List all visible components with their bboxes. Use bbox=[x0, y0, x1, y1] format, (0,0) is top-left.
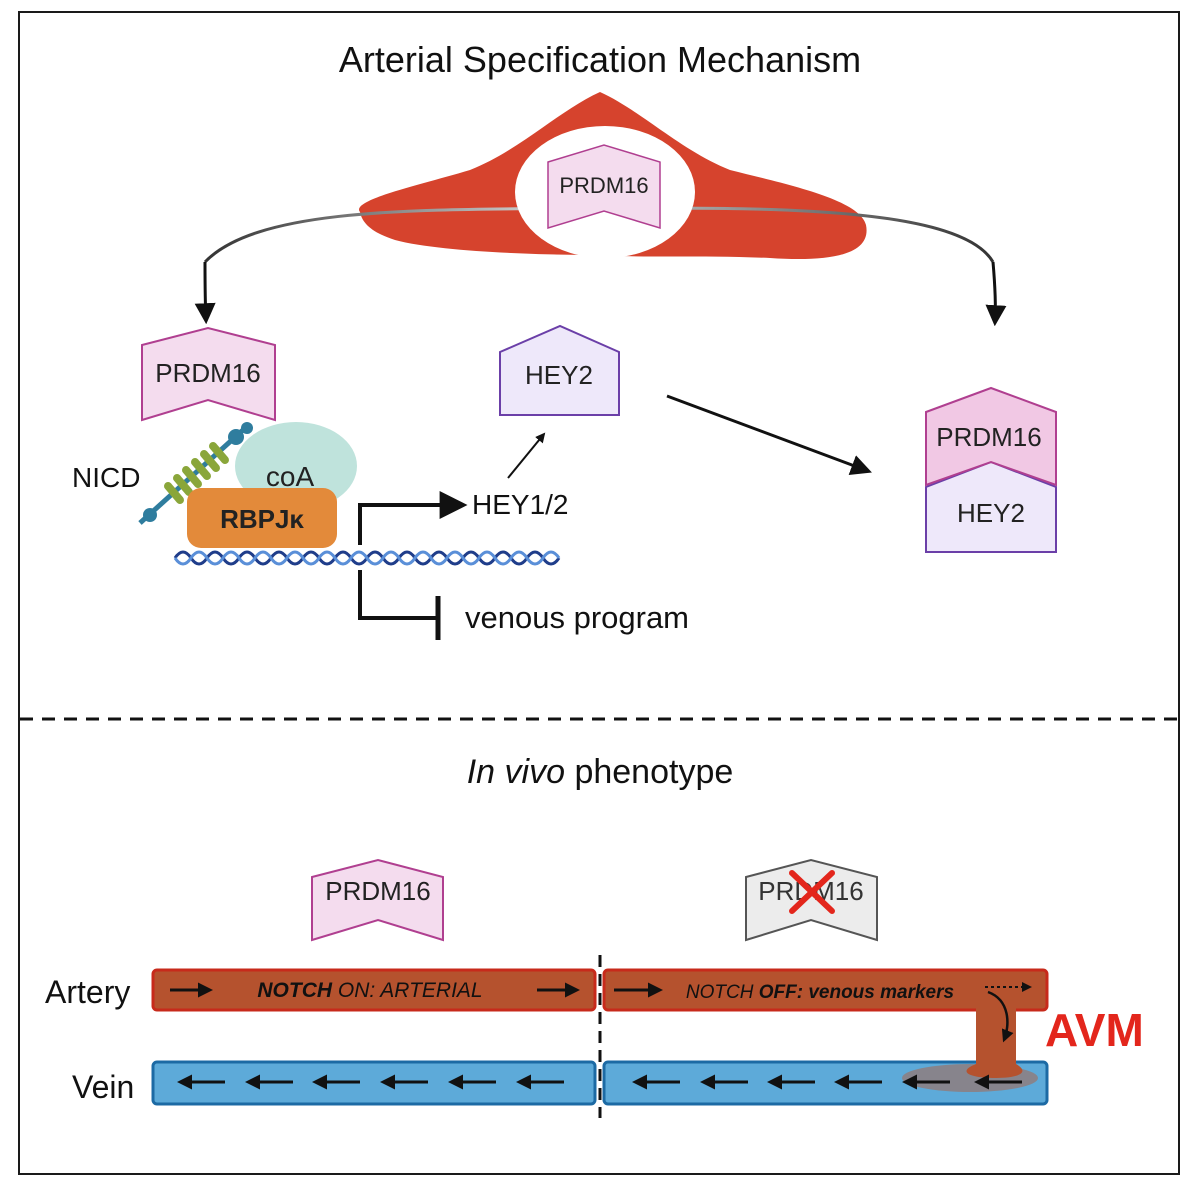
transcription-arrow bbox=[358, 491, 468, 545]
rbpj-box bbox=[187, 488, 337, 548]
avm-flow-arrow bbox=[987, 990, 1014, 1043]
wt-notch-bold: NOTCH bbox=[257, 979, 332, 1002]
hey12-label: HEY1/2 bbox=[472, 489, 569, 520]
artery-wt-vessel bbox=[151, 968, 597, 1012]
ko-notch-a: NOTCH bbox=[686, 982, 754, 1003]
artery-ko-vessel bbox=[602, 968, 1049, 1012]
wt-notch-rest: ON: ARTERIAL bbox=[332, 979, 483, 1002]
hey2-label: HEY2 bbox=[525, 360, 593, 390]
nucleus-prdm16-label: PRDM16 bbox=[559, 173, 648, 198]
coa-label: coA bbox=[266, 461, 315, 492]
arrow-hey2-to-complex bbox=[666, 394, 872, 475]
dna-strand-b bbox=[173, 550, 561, 566]
arrow-hey12-to-hey2 bbox=[507, 432, 546, 479]
artery-wt-text: NOTCH ON: ARTERIAL bbox=[257, 979, 482, 1002]
venous-program-label: venous program bbox=[465, 600, 689, 635]
figure-frame bbox=[18, 11, 1180, 1175]
ko-notch-c: : venous markers bbox=[797, 982, 954, 1003]
nicd-label: NICD bbox=[72, 462, 140, 493]
hey2-shape bbox=[499, 324, 620, 416]
avm-shunt bbox=[966, 1008, 1023, 1078]
ko-notch-b: OFF bbox=[753, 982, 798, 1003]
knockout-cross-icon bbox=[789, 870, 835, 914]
complex-prdm16-label: PRDM16 bbox=[936, 422, 1041, 452]
bottom-title: In vivo phenotype bbox=[467, 753, 734, 791]
wt-prdm16-shape bbox=[311, 858, 444, 942]
ko-prdm16-shape bbox=[745, 858, 878, 942]
left-prdm16-label: PRDM16 bbox=[155, 358, 260, 388]
avm-label: AVM bbox=[1045, 1004, 1144, 1056]
artery-label: Artery bbox=[45, 974, 130, 1010]
complex-hey2-label: HEY2 bbox=[957, 498, 1025, 528]
rbpj-label: RBPJκ bbox=[220, 504, 304, 534]
nucleus-prdm16-shape bbox=[547, 144, 661, 230]
arrow-to-complex bbox=[985, 261, 1007, 327]
vein-label: Vein bbox=[72, 1069, 134, 1105]
bottom-title-rest: phenotype bbox=[565, 753, 733, 791]
vein-wt-vessel bbox=[151, 1060, 597, 1106]
artery-ko-text: NOTCH OFF: venous markers bbox=[686, 982, 954, 1003]
wt-prdm16-label: PRDM16 bbox=[325, 876, 430, 906]
inhibition-line bbox=[358, 570, 438, 620]
top-title: Arterial Specification Mechanism bbox=[339, 39, 861, 80]
bottom-title-italic: In vivo bbox=[467, 753, 565, 791]
left-prdm16-shape bbox=[141, 326, 276, 422]
complex-prdm16-shape bbox=[925, 386, 1057, 487]
arrow-to-left-prdm16 bbox=[194, 261, 216, 325]
nicd-helix bbox=[138, 422, 253, 525]
